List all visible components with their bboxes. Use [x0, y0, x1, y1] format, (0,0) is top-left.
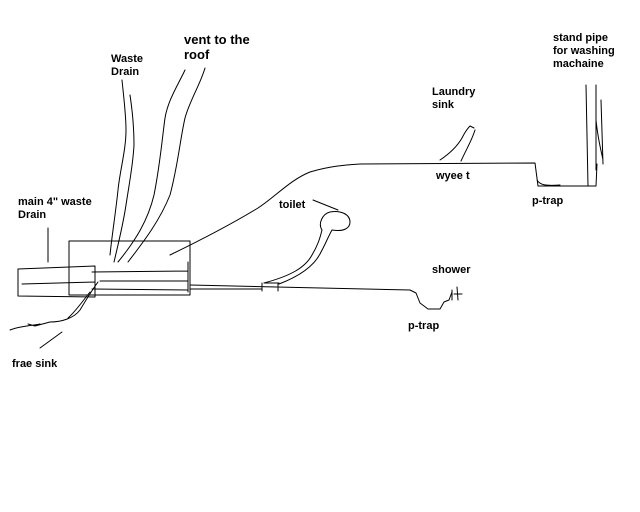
stand-pipe-label: stand pipe for washing machaine [553, 32, 615, 70]
shower-label: shower [432, 264, 471, 276]
vent-to-roof-label: vent to the roof [184, 32, 250, 62]
p-trap-lower-label: p-trap [408, 320, 440, 332]
vent-pipe [117, 67, 206, 263]
waste-drain-label: Waste Drain [111, 53, 143, 78]
p-trap-upper-label: p-trap [532, 195, 564, 207]
frae-sink-leader [39, 331, 63, 349]
main-drain-pipe [17, 265, 96, 298]
inner-pipe [91, 261, 189, 293]
main-drain-label: main 4" waste Drain [18, 196, 92, 221]
toilet-label-leader [312, 199, 339, 211]
toilet-label: toilet [279, 199, 306, 211]
waste-drain-pipe [109, 79, 135, 263]
shower-riser [451, 286, 463, 301]
toilet-line [263, 211, 351, 285]
laundry-sink-tail [439, 125, 476, 162]
wyee-t-label: wyee t [436, 170, 470, 182]
frae-sink-line [9, 281, 99, 331]
frae-sink-label: frae sink [12, 358, 58, 370]
stand-pipe [585, 84, 604, 187]
junction-box [68, 240, 191, 296]
laundry-drain-line [169, 162, 598, 256]
shower-drain-line [189, 282, 453, 310]
laundry-sink-label: Laundry sink [432, 86, 476, 111]
